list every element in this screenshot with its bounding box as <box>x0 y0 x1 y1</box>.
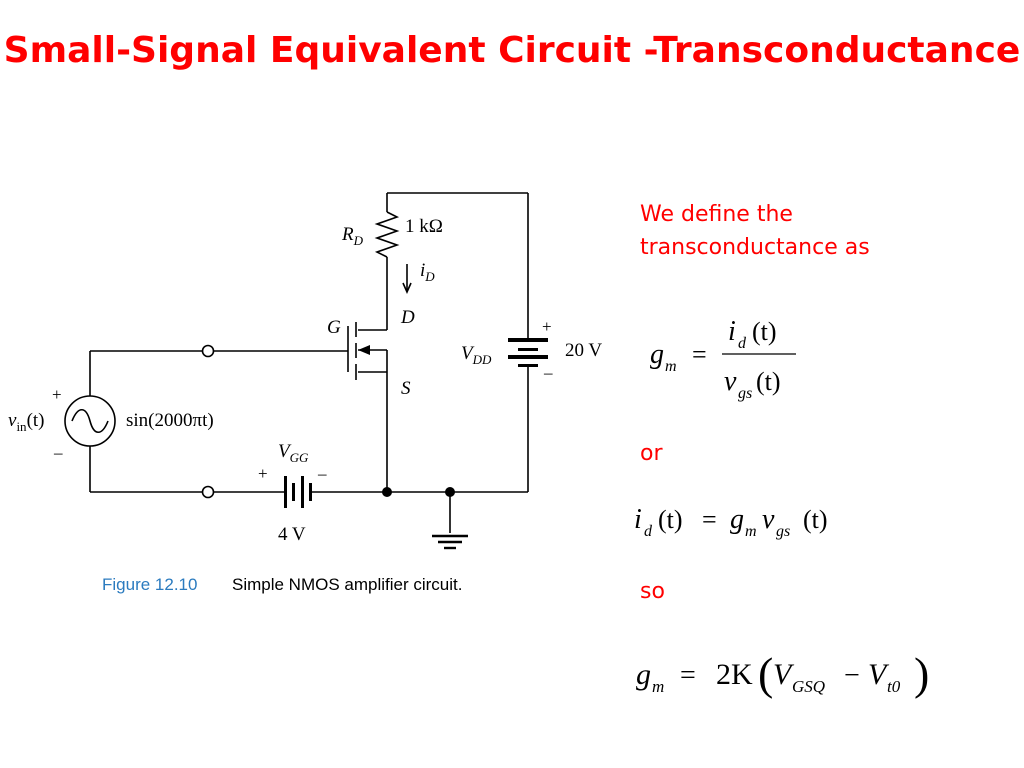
svg-text:g: g <box>730 504 744 535</box>
vdd-minus: – <box>543 363 553 382</box>
ac-source-circle <box>64 395 116 447</box>
or-text: or <box>640 441 663 466</box>
svg-text:=: = <box>680 660 696 691</box>
svg-text:(t): (t) <box>803 505 828 534</box>
nmos-amplifier-circuit-figure: RD 1 kΩ iD G D S VDD 20 V + – + – vin(t)… <box>8 192 602 594</box>
svg-text:i: i <box>634 504 642 535</box>
vin-label: vin(t) <box>8 410 45 434</box>
svg-text:gs: gs <box>776 523 790 540</box>
svg-text:): ) <box>914 648 929 699</box>
svg-text:m: m <box>652 677 664 696</box>
slide-title: Small-Signal Equivalent Circuit -Transco… <box>3 30 1021 71</box>
svg-text:g: g <box>636 658 651 691</box>
svg-text:=: = <box>692 340 707 369</box>
vgg-battery-plate-4 <box>309 483 312 501</box>
so-text: so <box>640 579 665 604</box>
svg-text:=: = <box>702 505 717 534</box>
svg-text:2K: 2K <box>716 658 753 691</box>
svg-text:i: i <box>728 316 736 347</box>
intro-text: We define the transconductance as <box>640 198 870 264</box>
junction-dot-ground <box>445 487 455 497</box>
svg-text:v: v <box>762 504 775 535</box>
vgg-battery-plate-2 <box>292 483 295 501</box>
vdd-battery-plate-4 <box>518 364 538 367</box>
svg-text:m: m <box>665 358 677 375</box>
svg-text:g: g <box>650 339 664 370</box>
mosfet-arrow <box>358 345 370 355</box>
vin-expression: sin(2000πt) <box>126 410 214 431</box>
bottom-input-terminal <box>201 485 215 499</box>
svg-text:(t): (t) <box>752 317 777 346</box>
drain-resistor <box>374 211 400 258</box>
svg-text:(t): (t) <box>658 505 683 534</box>
svg-text:m: m <box>745 523 757 540</box>
svg-text:V: V <box>868 658 890 691</box>
vdd-label: VDD <box>461 343 492 367</box>
figure-number: Figure 12.10 <box>102 575 197 594</box>
equation-drain-current: i d (t) = g m v gs (t) <box>634 504 828 540</box>
svg-text:−: − <box>844 660 860 691</box>
vgg-label: VGG <box>278 441 309 465</box>
svg-text:gs: gs <box>738 385 752 402</box>
id-arrow-head <box>402 282 412 294</box>
sine-wave-icon <box>71 408 109 434</box>
vgg-value: 4 V <box>278 524 306 545</box>
svg-text:d: d <box>738 335 747 352</box>
equation-transconductance-k: g m = 2K ( V GSQ − V t0 ) <box>636 648 929 699</box>
gate-label: G <box>327 317 341 338</box>
figure-caption: Simple NMOS amplifier circuit. <box>232 575 463 594</box>
source-label: S <box>401 378 411 399</box>
drain-label: D <box>400 307 415 328</box>
rd-label: RD <box>341 224 364 248</box>
vin-plus: + <box>52 385 62 404</box>
svg-text:(: ( <box>758 648 773 699</box>
svg-text:v: v <box>724 366 737 397</box>
rd-value: 1 kΩ <box>405 216 443 237</box>
intro-line-2: transconductance as <box>640 235 870 260</box>
svg-text:(t): (t) <box>756 367 781 396</box>
svg-text:t0: t0 <box>887 677 901 696</box>
junction-dot-source <box>382 487 392 497</box>
vdd-value: 20 V <box>565 340 602 361</box>
vdd-battery-plate-3 <box>508 355 548 359</box>
id-label: iD <box>420 260 435 284</box>
gate-input-terminal <box>201 344 215 358</box>
vgg-battery-plate-3 <box>301 476 304 508</box>
equation-transconductance-definition: g m = i d (t) v gs (t) <box>650 316 796 402</box>
intro-line-1: We define the <box>640 202 793 227</box>
vgg-battery-plate-1 <box>284 476 287 508</box>
vdd-battery-plate-1 <box>508 338 548 342</box>
vgg-minus: – <box>317 464 327 483</box>
vin-minus: – <box>53 443 63 462</box>
vdd-battery-plate-2 <box>518 348 538 351</box>
vgg-plus: + <box>258 464 268 483</box>
svg-text:d: d <box>644 523 653 540</box>
ground-icon <box>432 534 468 550</box>
svg-text:V: V <box>773 658 795 691</box>
svg-text:GSQ: GSQ <box>792 677 825 696</box>
vdd-plus: + <box>542 317 552 336</box>
